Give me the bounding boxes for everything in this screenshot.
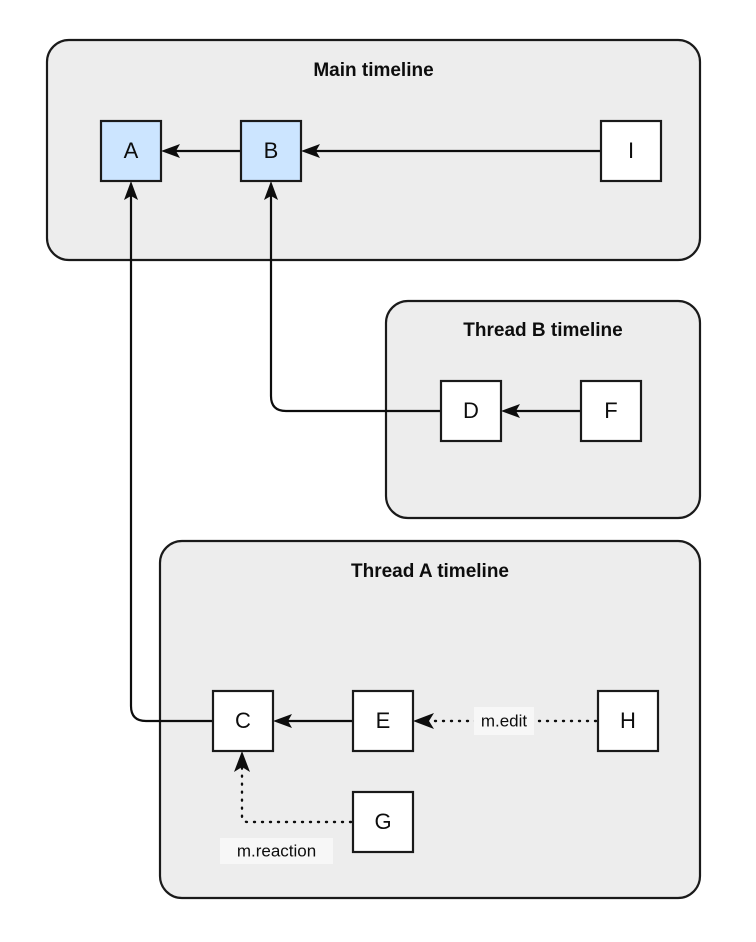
node-g[interactable]: G	[351, 790, 415, 854]
edge-i-to-b[interactable]	[301, 144, 601, 158]
edge-h-to-e-arrowhead	[413, 713, 434, 729]
edge-f-to-d[interactable]	[501, 404, 581, 418]
group-main-timeline-title: Main timeline	[313, 60, 433, 81]
edge-b-to-a[interactable]	[161, 144, 241, 158]
edge-c-to-a-line	[129, 195, 213, 723]
node-b-label: B	[264, 138, 279, 163]
node-i-box[interactable]	[599, 119, 663, 183]
edge-h-to-e[interactable]: m.edit	[413, 707, 598, 735]
group-thread-a-timeline-box[interactable]	[158, 539, 702, 900]
edge-e-to-c[interactable]	[273, 714, 353, 728]
node-d-box[interactable]	[439, 379, 503, 443]
edge-c-to-a-arrowhead	[124, 181, 138, 200]
group-thread-b-timeline-title: Thread B timeline	[463, 320, 622, 341]
group-thread-a-timeline-title: Thread A timeline	[351, 561, 509, 582]
edge-g-to-c-arrowhead	[234, 751, 250, 772]
node-a-label: A	[124, 138, 139, 163]
edge-d-to-b-line	[269, 195, 441, 413]
node-g-box[interactable]	[351, 790, 415, 854]
edge-g-to-c[interactable]: m.reaction	[220, 751, 353, 864]
edge-i-to-b-arrowhead	[301, 144, 320, 158]
group-thread-b-timeline[interactable]: Thread B timeline	[384, 299, 702, 520]
node-a-box[interactable]	[99, 119, 163, 183]
node-f-box[interactable]	[579, 379, 643, 443]
node-i[interactable]: I	[599, 119, 663, 183]
edge-b-to-a-arrowhead	[161, 144, 180, 158]
edge-e-to-c-arrowhead	[273, 714, 292, 728]
group-thread-b-timeline-box[interactable]	[384, 299, 702, 520]
node-f-label: F	[604, 398, 617, 423]
node-b-box[interactable]	[239, 119, 303, 183]
edge-g-to-c-label: m.reaction	[237, 841, 316, 860]
node-h[interactable]: H	[596, 689, 660, 753]
edge-f-to-d-arrowhead	[501, 404, 520, 418]
node-c-box[interactable]	[211, 689, 275, 753]
node-d[interactable]: D	[439, 379, 503, 443]
edge-d-to-b-arrowhead	[264, 181, 278, 200]
node-g-label: G	[374, 809, 391, 834]
node-c[interactable]: C	[211, 689, 275, 753]
node-i-label: I	[628, 138, 634, 163]
node-d-label: D	[463, 398, 479, 423]
edge-g-to-c-label-bg	[220, 838, 333, 864]
edge-h-to-e-label: m.edit	[481, 711, 528, 730]
node-e-box[interactable]	[351, 689, 415, 753]
node-f[interactable]: F	[579, 379, 643, 443]
group-thread-a-timeline[interactable]: Thread A timeline	[158, 539, 702, 900]
node-e-label: E	[376, 708, 391, 733]
edge-c-to-a[interactable]	[124, 181, 213, 723]
edge-d-to-b[interactable]	[264, 181, 441, 413]
node-a[interactable]: A	[99, 119, 163, 183]
node-h-box[interactable]	[596, 689, 660, 753]
edge-h-to-e-label-bg	[474, 707, 534, 735]
node-h-label: H	[620, 708, 636, 733]
node-b[interactable]: B	[239, 119, 303, 183]
edge-g-to-c-line	[240, 765, 353, 824]
node-e[interactable]: E	[351, 689, 415, 753]
node-c-label: C	[235, 708, 251, 733]
